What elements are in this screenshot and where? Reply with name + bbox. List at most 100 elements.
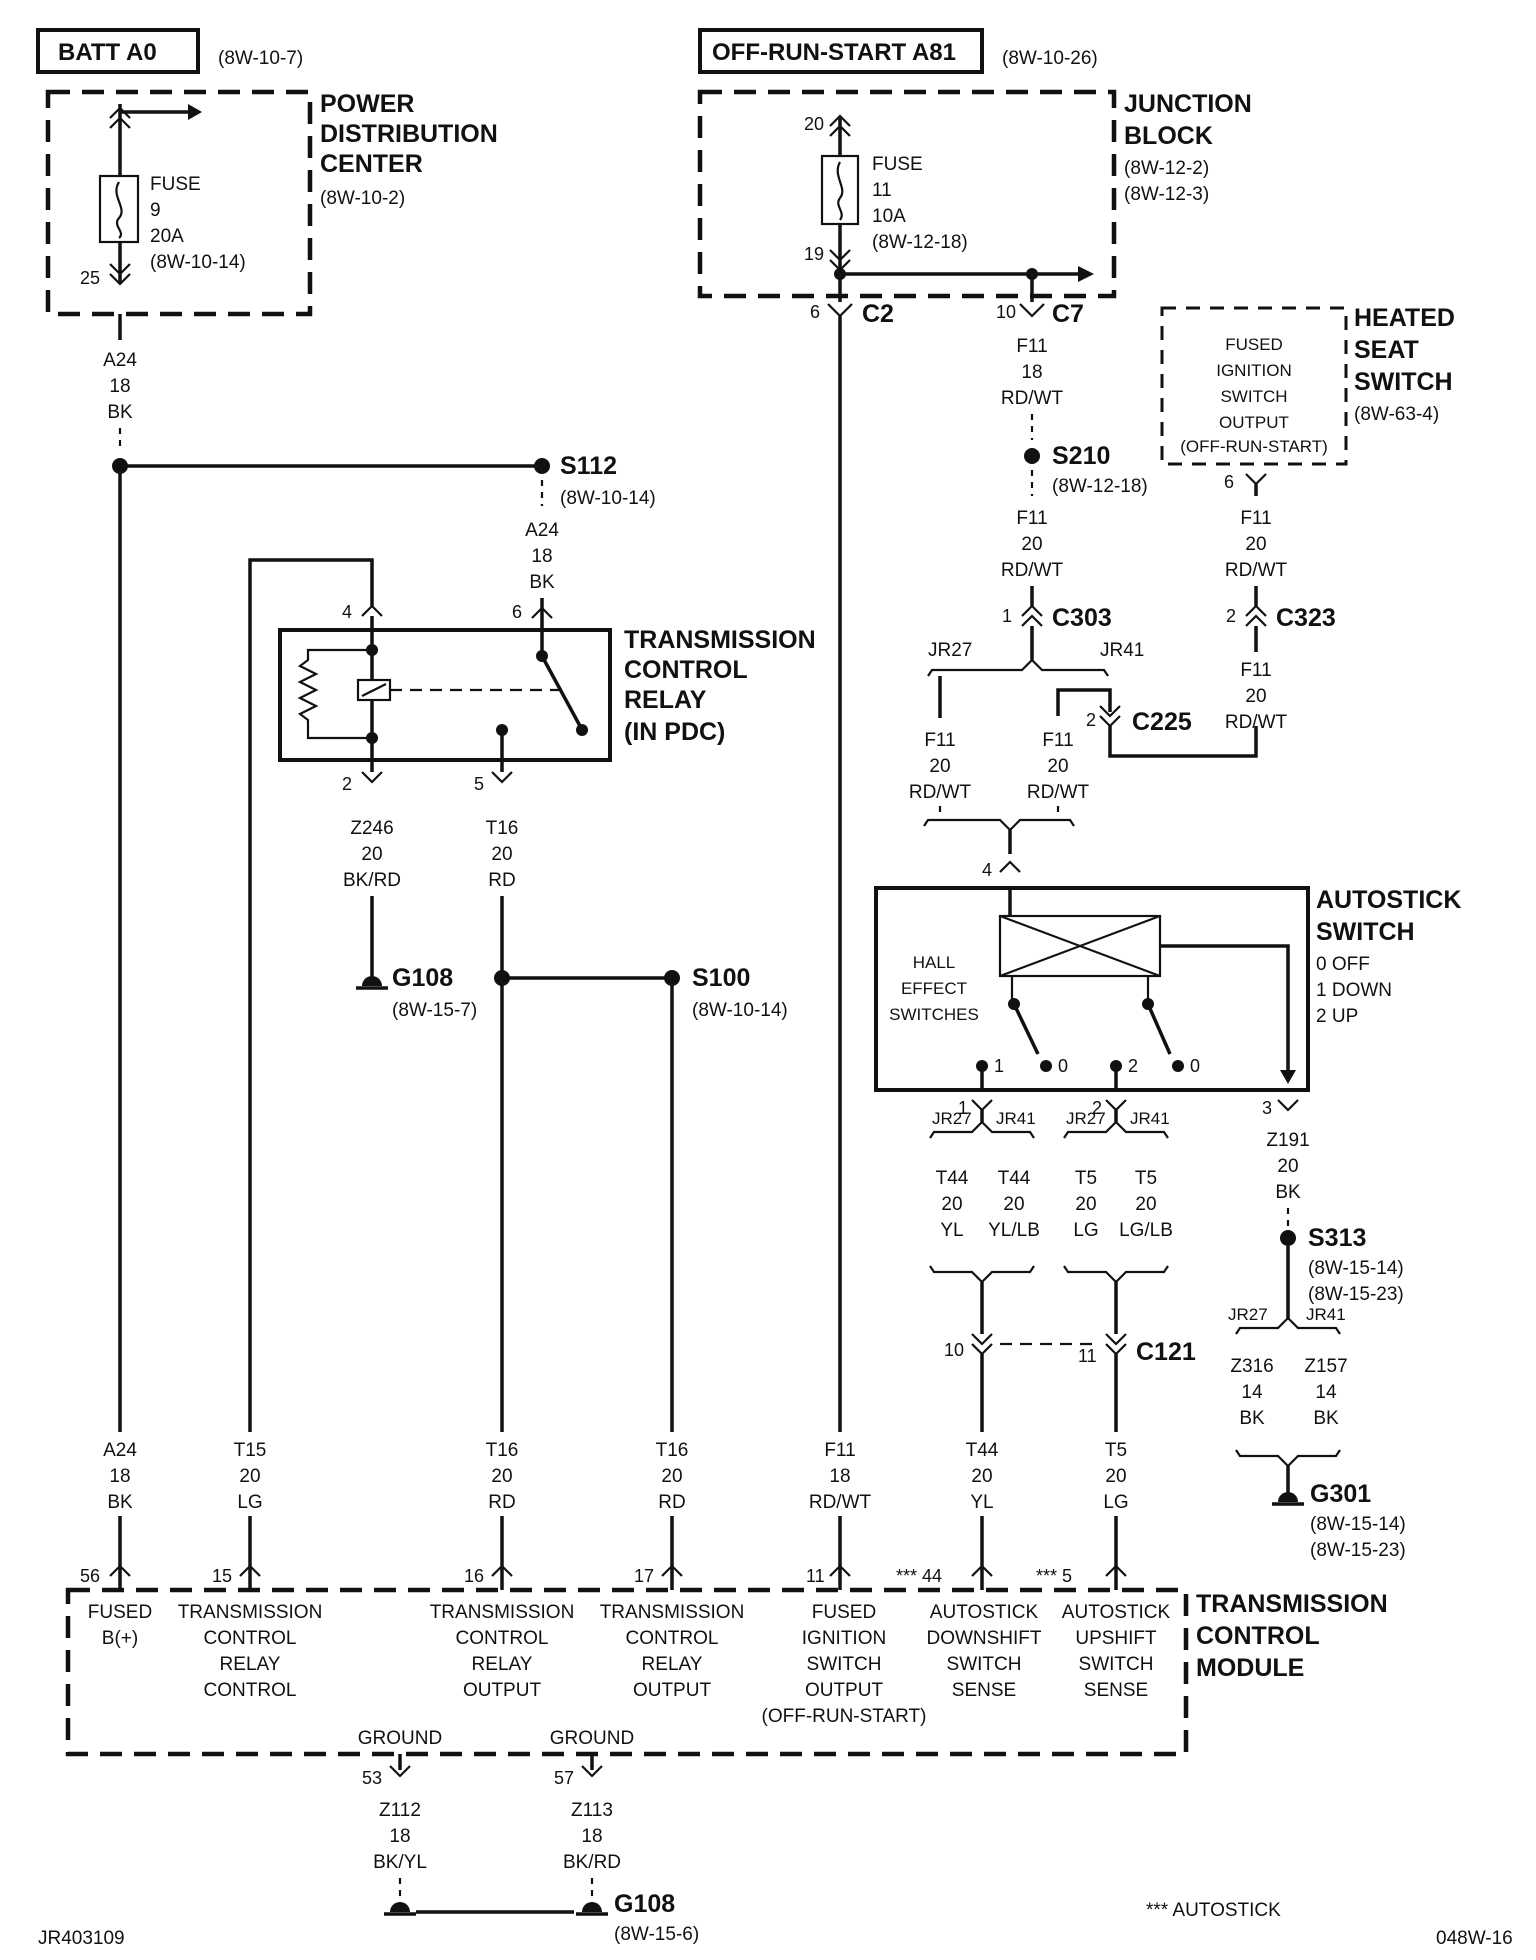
variant-split-icon <box>1235 1316 1341 1335</box>
connector-c7-label: C7 <box>1052 300 1084 328</box>
connector-male-icon <box>1019 303 1045 318</box>
tcm-title-1: TRANSMISSION <box>1196 1590 1388 1618</box>
autostick-legend-2: 2 UP <box>1316 1006 1358 1027</box>
variant-merge-icon <box>923 818 1075 832</box>
splice-s210-dot <box>1024 448 1040 464</box>
wire-t44-bottom-code: T44 <box>966 1440 999 1461</box>
wire-f11-c7-code: F11 <box>1016 336 1047 357</box>
wire-a24-s112-code: A24 <box>525 520 559 541</box>
connector-male-icon <box>1099 705 1121 718</box>
relay-title-4: (IN PDC) <box>624 718 725 746</box>
tcm-pin-53: 53 <box>362 1768 382 1788</box>
hs-title-1: HEATED <box>1354 304 1455 332</box>
wire-z316-color: BK <box>1239 1408 1265 1429</box>
tcm-pin-15-desc-3: RELAY <box>220 1654 281 1675</box>
autostick-title-2: SWITCH <box>1316 918 1415 946</box>
tcm-pin-17-desc-3: RELAY <box>642 1654 703 1675</box>
wire-f11-c323-code: F11 <box>1240 660 1271 681</box>
hs-body-5: (OFF-RUN-START) <box>1180 437 1328 456</box>
wire-t5-bottom-code: T5 <box>1105 1440 1127 1461</box>
connector-c2-label: C2 <box>862 300 894 328</box>
wire-z191-color: BK <box>1275 1182 1301 1203</box>
wire-t15-gauge: 20 <box>239 1466 260 1487</box>
connector-male-icon <box>971 1333 993 1346</box>
splice-s100-label: S100 <box>692 964 750 992</box>
autostick-pin-2: 2 <box>1092 1098 1102 1118</box>
c225-pin: 2 <box>1086 710 1096 730</box>
hs-pin-6: 6 <box>1224 472 1234 492</box>
wire-f11-s210-gauge: 20 <box>1021 534 1042 555</box>
run-source-ref: (8W-10-26) <box>1002 48 1098 69</box>
power-distribution-center: POWER DISTRIBUTION CENTER (8W-10-2) FUSE… <box>45 89 498 317</box>
jb-pin-19: 19 <box>804 244 824 264</box>
ground-g301-label: G301 <box>1310 1480 1371 1508</box>
autostick-title-1: AUTOSTICK <box>1316 886 1461 914</box>
wire-a24-top-gauge: 18 <box>109 376 130 397</box>
wire-a24-top-color: BK <box>107 402 133 423</box>
junction-block: JUNCTION BLOCK (8W-12-2) (8W-12-3) 20 FU… <box>697 89 1252 299</box>
wire-t16-top-gauge: 20 <box>491 844 512 865</box>
wire-a24-s112-color: BK <box>529 572 555 593</box>
wire-z191-code: Z191 <box>1266 1130 1309 1151</box>
wire-t44-jr41-color: YL/LB <box>988 1220 1040 1241</box>
tcm-pin-11-desc-4: OUTPUT <box>805 1680 884 1701</box>
switch-1-contact <box>1012 1003 1040 1055</box>
variant-jr41-label: JR41 <box>1306 1305 1346 1324</box>
resistor-icon <box>297 648 372 740</box>
wire-t5-jr27-code: T5 <box>1075 1168 1097 1189</box>
tcm-pin-15-desc-4: CONTROL <box>204 1680 297 1701</box>
switch-2-contact <box>1146 1003 1172 1055</box>
wire-a24-bottom-gauge: 18 <box>109 1466 130 1487</box>
fuse-icon <box>115 181 123 239</box>
switch-1-pos0: 0 <box>1058 1056 1068 1076</box>
splice-s313-ref-2: (8W-15-23) <box>1308 1284 1404 1305</box>
c121-pin-11: 11 <box>1078 1346 1097 1366</box>
variant-merge-icon <box>1063 1265 1169 1284</box>
tcm-pin-16-desc-3: RELAY <box>472 1654 533 1675</box>
jb-pin-20: 20 <box>804 114 824 134</box>
wire-f11-jr27-color: RD/WT <box>909 782 972 803</box>
variant-jr41-label: JR41 <box>996 1109 1036 1128</box>
hs-body-2: IGNITION <box>1216 361 1292 380</box>
connector-c121-label: C121 <box>1136 1338 1196 1366</box>
ground-icon <box>384 1902 416 1916</box>
c2-pin: 6 <box>810 302 820 322</box>
wire-f11-c323-color: RD/WT <box>1225 712 1288 733</box>
wire-z112-gauge: 18 <box>389 1826 410 1847</box>
ground-g301-ref-1: (8W-15-14) <box>1310 1514 1406 1535</box>
tcm-pin-44-desc-2: DOWNSHIFT <box>926 1628 1041 1649</box>
wire-z246-color: BK/RD <box>343 870 401 891</box>
hs-title-3: SWITCH <box>1354 368 1453 396</box>
tcm-pin-11-desc-5: (OFF-RUN-START) <box>762 1706 927 1727</box>
wire-t44-jr27-code: T44 <box>936 1168 969 1189</box>
tcm-ground-label-2: GROUND <box>550 1728 634 1749</box>
splice-s112-dot <box>534 458 550 474</box>
figure-id: JR403109 <box>38 1928 125 1949</box>
tcm-pin-17-desc-1: TRANSMISSION <box>600 1602 745 1623</box>
batt-source-label: BATT A0 <box>58 39 157 66</box>
wire-t44-bottom-color: YL <box>970 1492 993 1513</box>
connector-male-icon <box>361 771 383 784</box>
hall-effect-label-3: SWITCHES <box>889 1005 979 1024</box>
wire-f11-c7-color: RD/WT <box>1001 388 1064 409</box>
transmission-control-relay: TRANSMISSION CONTROL RELAY (IN PDC) 4 6 … <box>248 558 816 1566</box>
tcm-pin-16-desc-4: OUTPUT <box>463 1680 542 1701</box>
wire-z246-code: Z246 <box>350 818 393 839</box>
relay-switch-contact <box>540 655 582 727</box>
hs-title-2: SEAT <box>1354 336 1419 364</box>
variant-jr41-label: JR41 <box>1130 1109 1170 1128</box>
tcm-pin-5-desc-2: UPSHIFT <box>1075 1628 1157 1649</box>
page-code: 048W-16 <box>1436 1928 1513 1949</box>
autostick-pin-4: 4 <box>982 860 992 880</box>
jb-ref-2: (8W-12-3) <box>1124 184 1209 205</box>
ground-g108-bottom-label: G108 <box>614 1890 675 1918</box>
connector-c303-label: C303 <box>1052 604 1112 632</box>
c121-pin-10: 10 <box>944 1340 964 1360</box>
connector-male-icon <box>829 249 851 262</box>
autostick-footnote: *** AUTOSTICK <box>1146 1900 1281 1921</box>
tcm-pin-17-desc-4: OUTPUT <box>633 1680 712 1701</box>
wire-t44-jr41-gauge: 20 <box>1003 1194 1024 1215</box>
wire-f11-bottom-gauge: 18 <box>829 1466 850 1487</box>
tcm-pin-44-desc-4: SENSE <box>952 1680 1016 1701</box>
wire-z113-gauge: 18 <box>581 1826 602 1847</box>
